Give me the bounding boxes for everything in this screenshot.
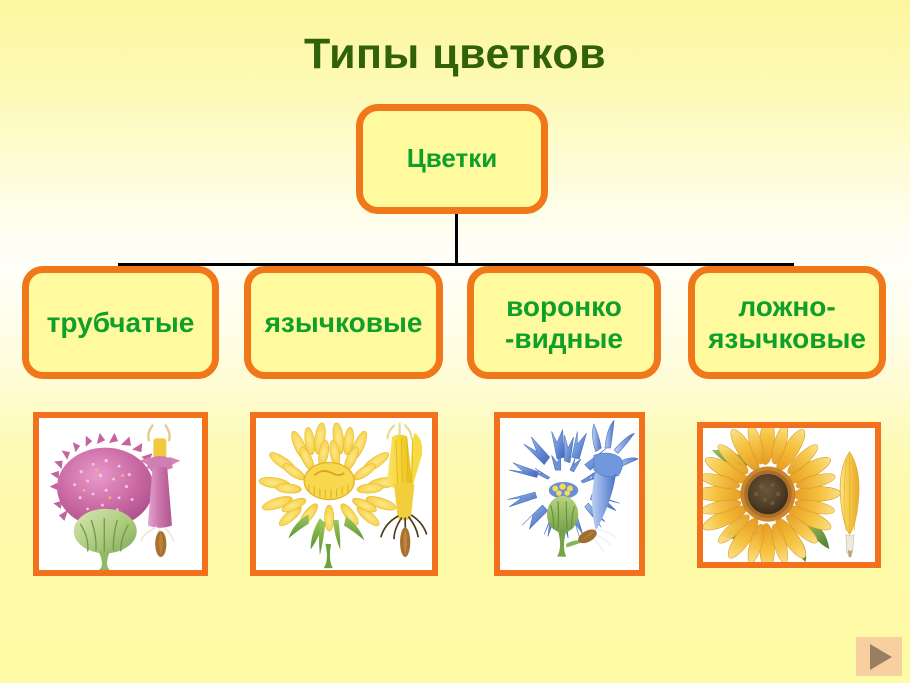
node-leaf-label: трубчатые — [46, 306, 195, 338]
play-triangle-icon — [869, 643, 892, 670]
node-leaf-label: воронко -видные — [505, 291, 623, 354]
node-leaf-label: язычковые — [264, 306, 423, 338]
cornflower-funnel-floret-image — [494, 412, 645, 576]
sunflower-false-ligulate-floret-image — [697, 422, 881, 568]
connector-root-vertical — [455, 212, 458, 266]
node-leaf-ligulate[interactable]: язычковые — [244, 266, 443, 379]
node-root-label: Цветки — [406, 143, 498, 174]
node-leaf-label: ложно- язычковые — [708, 291, 866, 354]
page-title: Типы цветков — [303, 30, 607, 78]
node-leaf-funnel-shaped[interactable]: воронко -видные — [467, 266, 661, 379]
dandelion-ligulate-floret-image — [250, 412, 438, 576]
node-leaf-tubular[interactable]: трубчатые — [22, 266, 219, 379]
thistle-tubular-floret-image — [33, 412, 208, 576]
connector-horizontal-bar — [118, 263, 794, 266]
node-leaf-false-ligulate[interactable]: ложно- язычковые — [688, 266, 886, 379]
next-slide-button[interactable] — [856, 637, 902, 676]
node-root-flowers[interactable]: Цветки — [356, 104, 548, 214]
